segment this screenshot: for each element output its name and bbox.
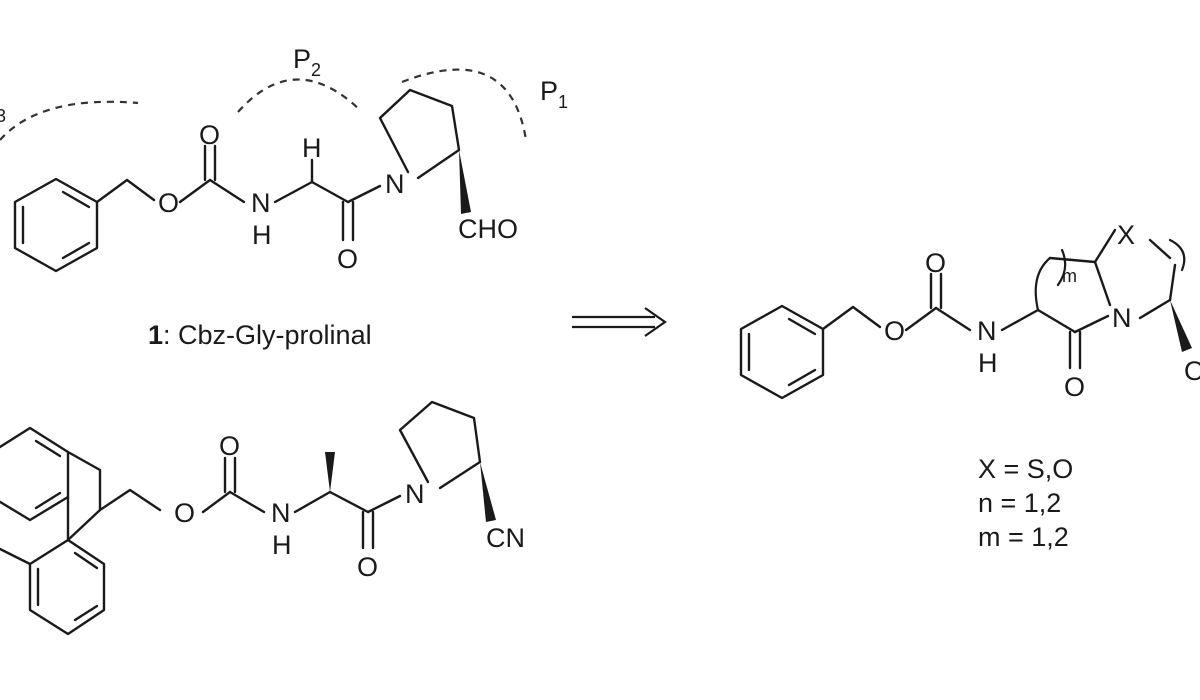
- pocket-arc-p3: [0, 100, 139, 141]
- cut-oxygen-target: O: [1184, 356, 1200, 386]
- binding-pocket-arcs: P2 P1 3: [0, 44, 568, 141]
- ring-nitrogen-target: N: [1112, 303, 1132, 333]
- ring-nitrogen-2: N: [405, 479, 425, 509]
- benzene-ring-1: [13, 177, 99, 273]
- compound-2-structure: O O N H O N CN: [0, 400, 525, 636]
- ester-oxygen-target: O: [884, 316, 905, 346]
- stereo-wedge-target: [1170, 300, 1192, 352]
- pocket-arc-p1: [401, 68, 528, 141]
- ring-nitrogen-1: N: [385, 169, 405, 199]
- carbonyl-oxygen-1: O: [199, 120, 220, 150]
- stereo-wedge-1: [459, 150, 471, 214]
- aldehyde-group: CHO: [458, 214, 518, 244]
- substituent-conditions: X = S,O n = 1,2 m = 1,2: [978, 454, 1073, 552]
- condition-m: m = 1,2: [978, 522, 1069, 552]
- carbonyl-oxygen-target: O: [925, 248, 946, 278]
- lactam-oxygen-target: O: [1064, 372, 1085, 402]
- compound-1-caption: 1: Cbz-Gly-prolinal: [148, 320, 372, 350]
- nh-nitrogen-1: N: [251, 188, 271, 218]
- stereo-wedge-methyl: [325, 452, 335, 492]
- stereo-wedge-2: [480, 462, 496, 522]
- alpha-hydrogen-1: H: [302, 133, 322, 163]
- index-m-target: m: [1062, 266, 1077, 286]
- benzene-ring-target: [739, 304, 825, 400]
- carbonyl-oxygen-2: O: [219, 431, 240, 461]
- nh-hydrogen-1: H: [252, 220, 272, 250]
- pocket-arc-p2: [237, 78, 361, 113]
- ester-oxygen-2: O: [174, 498, 195, 528]
- fluorene-lower-ring: [28, 538, 106, 636]
- pocket-label-p3-partial: 3: [0, 106, 6, 126]
- condition-x: X = S,O: [978, 454, 1073, 484]
- nh-hydrogen-2: H: [272, 530, 292, 560]
- ester-oxygen-1: O: [158, 188, 179, 218]
- compound-1-structure: O O N H H O N CHO: [13, 88, 518, 274]
- pocket-label-p2: P2: [293, 44, 321, 80]
- fluorene-upper-ring: [0, 426, 70, 522]
- amide-oxygen-2: O: [357, 552, 378, 582]
- amide-oxygen-1: O: [337, 244, 358, 274]
- nh-nitrogen-2: N: [271, 498, 291, 528]
- pocket-label-p1: P1: [540, 76, 568, 112]
- hetero-x-target: X: [1117, 220, 1135, 250]
- retrosynthesis-arrow: [572, 307, 667, 337]
- nh-nitrogen-target: N: [977, 316, 997, 346]
- nh-hydrogen-target: H: [978, 348, 998, 378]
- nitrile-group: CN: [486, 523, 525, 553]
- target-structure: O O N H O N X m O: [739, 220, 1200, 402]
- condition-n: n = 1,2: [978, 488, 1061, 518]
